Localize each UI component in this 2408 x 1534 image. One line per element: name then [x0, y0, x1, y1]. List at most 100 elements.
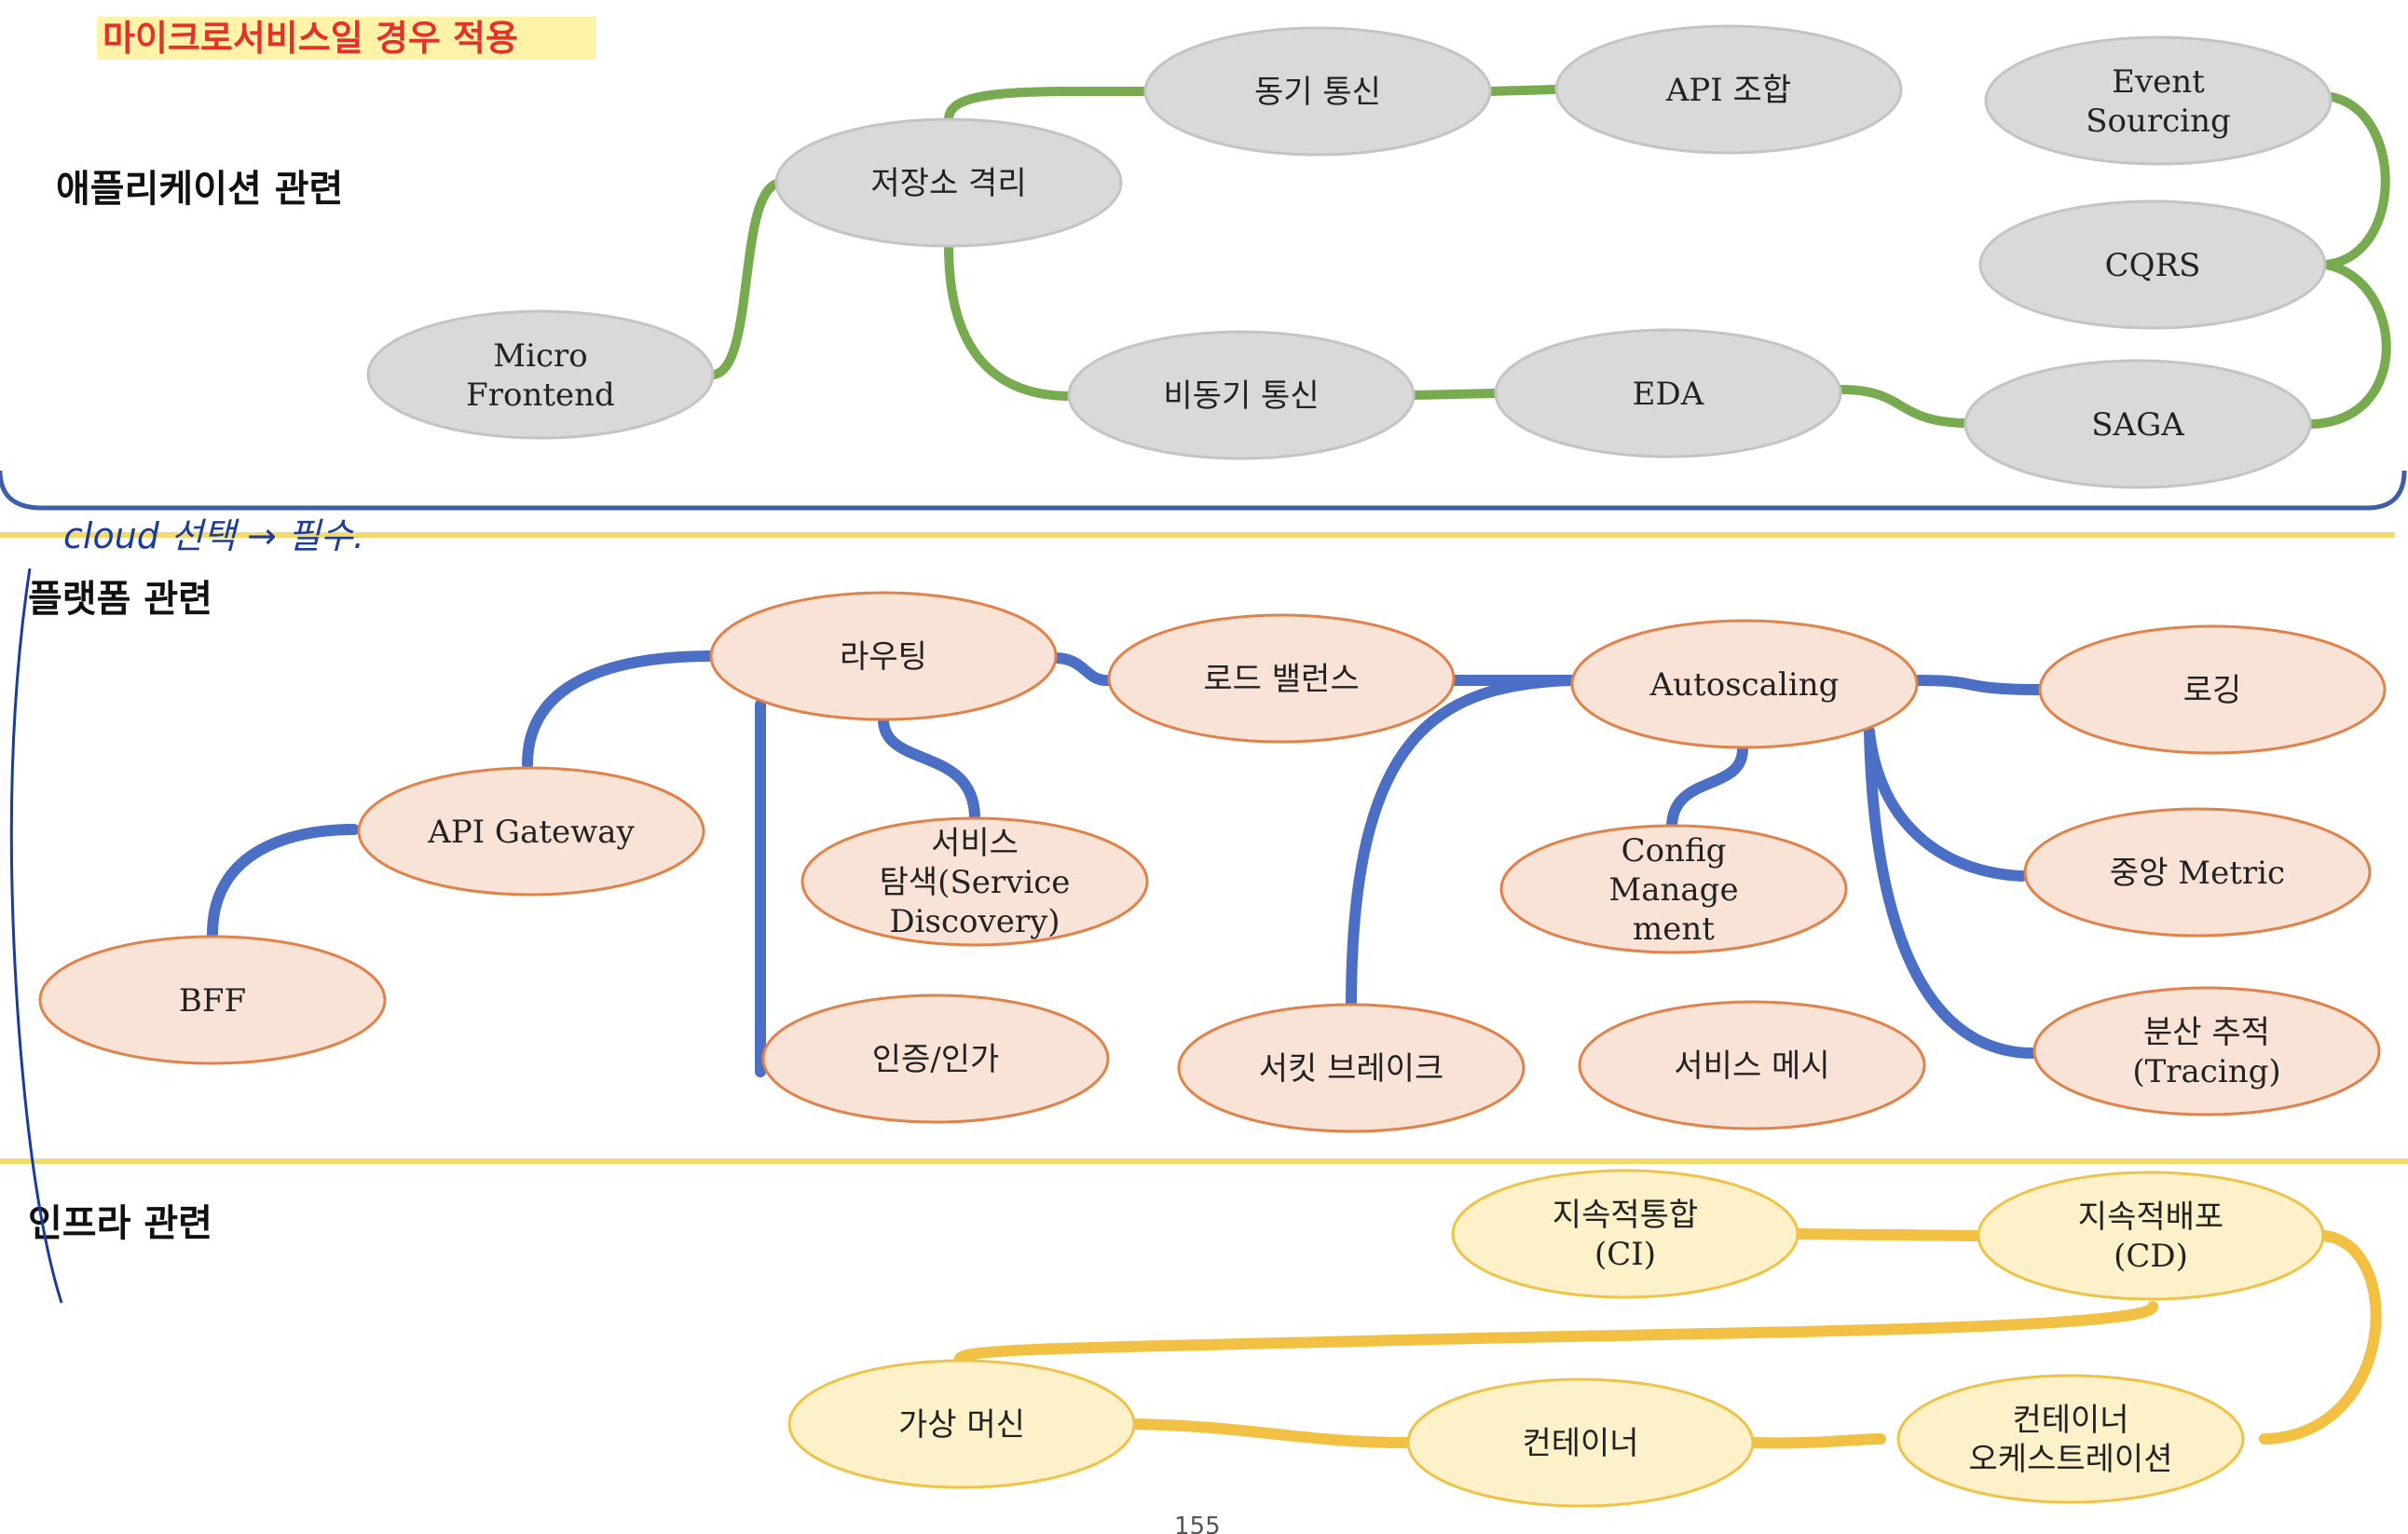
edge-event-cqrs	[2321, 92, 2390, 269]
node-label: (CD)	[2114, 1238, 2188, 1275]
node-label: Event	[2112, 63, 2205, 101]
node-label: 중앙 Metric	[2110, 855, 2285, 892]
node-shape	[38, 935, 387, 1065]
node-label: Discovery)	[889, 903, 1060, 940]
node-shape	[1977, 1171, 2325, 1301]
node-shape	[366, 309, 715, 440]
edge-microfrontend-storage	[709, 178, 786, 379]
node-label: 인증/인가	[872, 1041, 1000, 1078]
node-service-mesh: 서비스 메시	[1578, 1000, 1926, 1130]
node-label: 지속적통합	[1553, 1197, 1698, 1234]
node-bff: BFF	[38, 935, 387, 1065]
node-autoscaling: Autoscaling	[1570, 619, 1919, 749]
node-label: Micro	[493, 337, 587, 375]
node-label: BFF	[179, 982, 246, 1020]
node-label: (CI)	[1594, 1236, 1656, 1273]
edge-storage-sync	[944, 86, 1153, 124]
node-label: 로드 밸런스	[1203, 661, 1359, 698]
node-cd: 지속적배포(CD)	[1977, 1171, 2325, 1301]
edge-sync-api	[1484, 85, 1559, 96]
node-label: 컨테이너	[1522, 1425, 1638, 1462]
edge-cqrs-saga	[2306, 260, 2391, 429]
node-saga: SAGA	[1963, 359, 2312, 489]
node-shape	[1494, 328, 1842, 459]
node-label: 저장소 격리	[870, 165, 1026, 202]
node-label: SAGA	[2091, 406, 2184, 444]
node-shape	[357, 766, 705, 897]
edge-gateway-routing	[522, 651, 718, 770]
node-eda: EDA	[1494, 328, 1842, 459]
edge-ci-cd	[1791, 1228, 1985, 1241]
edge-autoscaling-metric	[1864, 726, 2028, 882]
edge-storage-async	[944, 241, 1074, 401]
node-shape	[1984, 35, 2333, 166]
edge-eda-saga	[1837, 385, 1969, 428]
node-label: 서킷 브레이크	[1259, 1050, 1444, 1088]
node-label: 오케스트레이션	[1969, 1441, 2173, 1478]
node-load-balancing: 로드 밸런스	[1107, 613, 1456, 744]
node-shape	[800, 816, 1149, 947]
node-shape	[709, 591, 1058, 721]
node-label: 비동기 통신	[1163, 377, 1319, 415]
node-api-gateway: API Gateway	[357, 766, 705, 897]
node-routing: 라우팅	[709, 591, 1058, 721]
node-distributed-tracing: 분산 추적(Tracing)	[2032, 986, 2381, 1116]
app-section-title: 애플리케이션 관련	[56, 168, 343, 211]
edge-routing-discovery	[878, 714, 980, 824]
node-label: 컨테이너	[2012, 1402, 2128, 1439]
infra-edges	[954, 1228, 2382, 1449]
app-edges	[709, 85, 2391, 429]
node-api-composition: API 조합	[1554, 24, 1903, 155]
app-section-frame	[0, 470, 2407, 511]
banner-highlight	[97, 17, 596, 60]
node-shape	[1107, 613, 1456, 744]
node-shape	[761, 993, 1110, 1124]
edge-async-eda	[1408, 389, 1499, 400]
node-async-comm: 비동기 통신	[1067, 330, 1416, 460]
node-label: 서비스 메시	[1674, 1048, 1829, 1085]
edge-container-orchestration	[1746, 1433, 1886, 1449]
banner-text: 마이크로서비스일 경우 적용	[103, 18, 518, 59]
node-label: 동기 통신	[1254, 74, 1381, 111]
node-label: (Tracing)	[2132, 1053, 2280, 1090]
page-number: 155	[1174, 1513, 1221, 1534]
node-shape	[787, 1359, 1136, 1489]
edge-autoscaling-logging	[1912, 675, 2046, 695]
node-shape	[1499, 824, 1848, 954]
node-shape	[774, 117, 1123, 248]
node-circuit-breaker: 서킷 브레이크	[1177, 1003, 1526, 1133]
handwritten-bracket	[9, 568, 63, 1304]
platform-section-title: 플랫폼 관련	[28, 578, 212, 621]
node-virtual-machine: 가상 머신	[787, 1359, 1136, 1489]
platform-edges	[207, 651, 2046, 1077]
edge-bff-gateway	[207, 824, 360, 939]
node-shape	[2032, 986, 2381, 1116]
node-label: CQRS	[2105, 247, 2201, 284]
node-storage-isolation: 저장소 격리	[774, 117, 1123, 248]
edge-autoscaling-config	[1666, 744, 1748, 833]
infra-section-title: 인프라 관련	[28, 1202, 212, 1245]
node-cqrs: CQRS	[1978, 199, 2327, 330]
node-label: 서비스	[931, 825, 1019, 862]
node-label: 로깅	[2183, 672, 2242, 709]
node-label: 분산 추적	[2143, 1014, 2270, 1051]
node-shape	[1554, 24, 1903, 155]
node-shape	[1067, 330, 1416, 460]
edge-cd-vm	[954, 1301, 2158, 1364]
node-label: Config	[1621, 832, 1727, 870]
node-shape	[1406, 1377, 1755, 1508]
node-shape	[1451, 1169, 1799, 1299]
node-label: Autoscaling	[1649, 666, 1840, 704]
node-shape	[2023, 807, 2372, 938]
node-container: 컨테이너	[1406, 1377, 1755, 1508]
node-label: API Gateway	[427, 814, 635, 851]
node-label: Sourcing	[2086, 103, 2231, 140]
node-auth: 인증/인가	[761, 993, 1110, 1124]
node-shape	[1896, 1374, 2245, 1504]
